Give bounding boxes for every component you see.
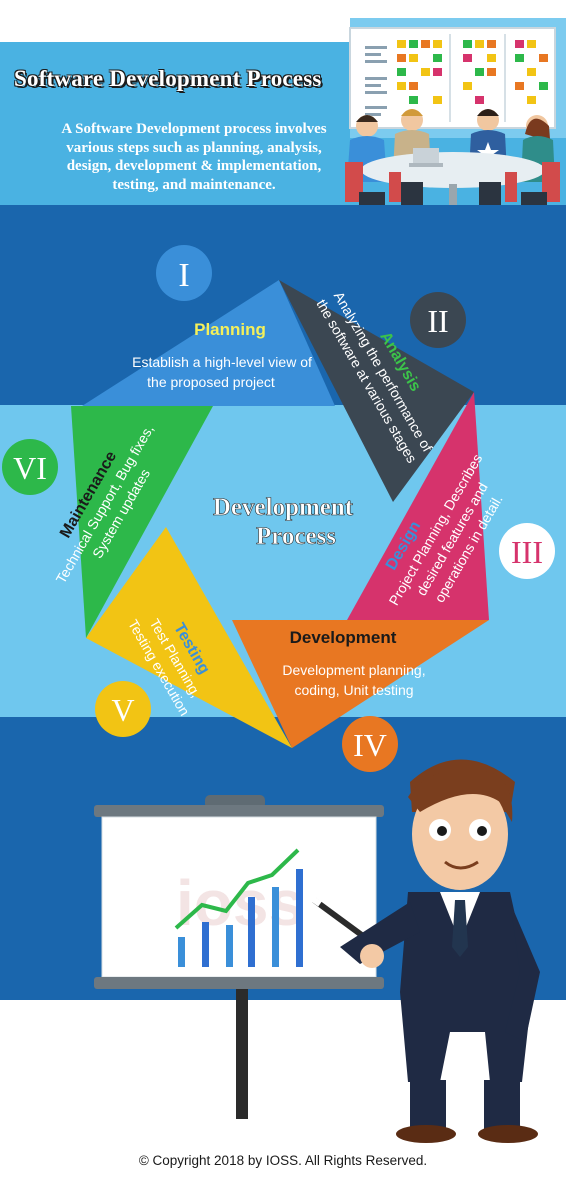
- planning-desc-line2: the proposed project: [147, 374, 275, 390]
- maintenance-segment: [71, 406, 213, 638]
- team-meeting-illustration: [345, 27, 560, 224]
- numeral-circle-6: [2, 439, 58, 495]
- numeral-circle-3: [499, 523, 555, 579]
- development-desc-line2: coding, Unit testing: [294, 682, 413, 698]
- center-title-line1: Development: [213, 494, 354, 521]
- presenter-illustration: [308, 759, 540, 1143]
- numeral-circle-4: [342, 716, 398, 772]
- planning-segment: [82, 280, 335, 406]
- copyright-text: © Copyright 2018 by IOSS. All Rights Res…: [138, 1153, 428, 1168]
- board-watermark: ioss: [176, 867, 304, 939]
- design-segment: [347, 392, 489, 620]
- center-title-line2: Process: [256, 523, 336, 550]
- development-segment: [232, 620, 489, 748]
- bar-chart-board-icon: ioss: [94, 795, 384, 1119]
- numeral-circle-1: [156, 245, 212, 301]
- testing-segment: [86, 527, 292, 748]
- numeral-2: II: [427, 303, 448, 339]
- development-desc-line1: Development planning,: [282, 662, 425, 678]
- page-title: Software Development Process: [14, 66, 322, 91]
- numeral-5: V: [111, 692, 134, 728]
- analysis-segment: [279, 280, 474, 502]
- numeral-4: IV: [353, 727, 387, 763]
- development-title: Development: [290, 628, 397, 647]
- planning-title: Planning: [194, 320, 266, 339]
- process-wheel: I II III IV V VI Development Process Pla…: [2, 245, 555, 772]
- footer-section: [0, 1000, 566, 1200]
- numeral-circle-5: [95, 681, 151, 737]
- intro-paragraph: A Software Development process involves …: [61, 121, 327, 193]
- numeral-1: I: [178, 257, 189, 294]
- numeral-6: VI: [13, 450, 47, 486]
- planning-desc-line1: Establish a high-level view of: [132, 354, 312, 370]
- numeral-circle-2: [410, 292, 466, 348]
- numeral-3: III: [511, 534, 543, 570]
